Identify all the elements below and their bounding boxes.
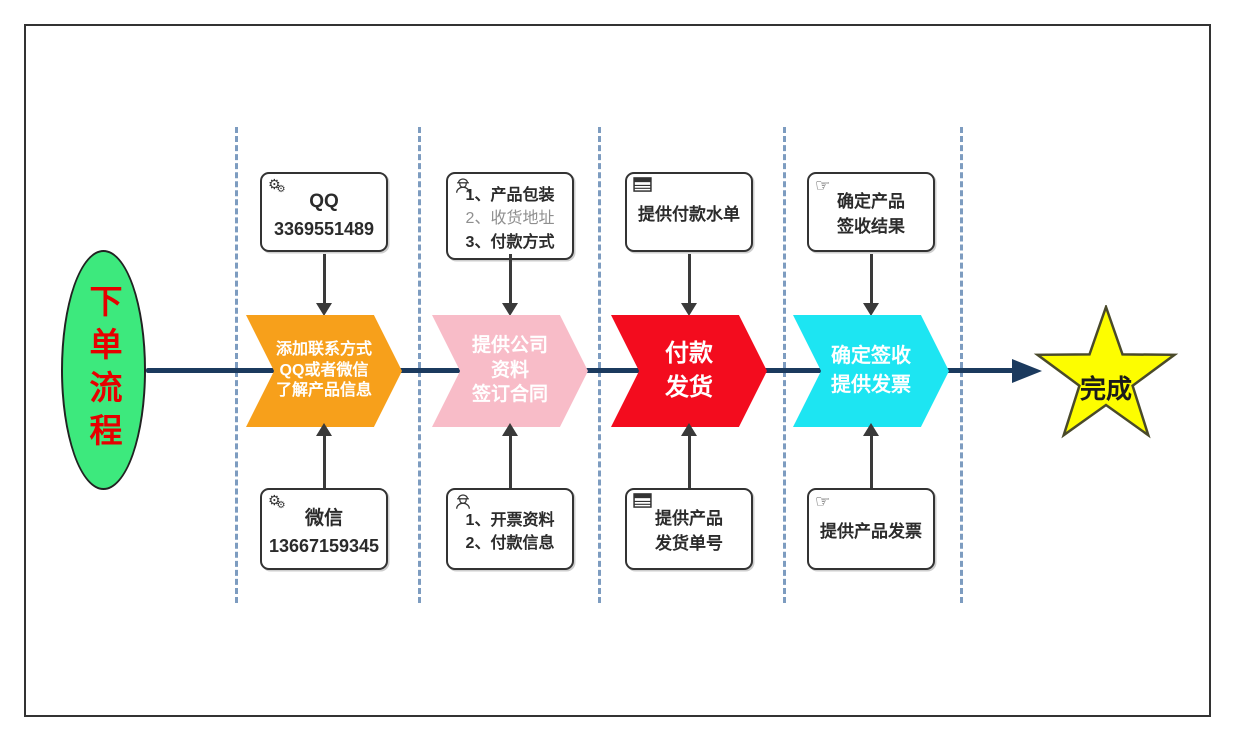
box-line: 确定产品 bbox=[837, 192, 905, 212]
chevron-label-line: 提供公司 bbox=[471, 334, 548, 356]
finish-star bbox=[1031, 303, 1181, 453]
worker-icon bbox=[454, 493, 472, 510]
chevron-step-2: 提供公司 资料 签订合同 bbox=[432, 315, 588, 427]
stage-divider-3 bbox=[598, 127, 601, 603]
connector-line bbox=[870, 254, 873, 306]
connector-line bbox=[509, 434, 512, 488]
connector-line bbox=[870, 434, 873, 488]
box-line: 发货单号 bbox=[655, 534, 723, 553]
arrow-up-icon bbox=[681, 423, 697, 436]
box-line: 提供产品 bbox=[655, 509, 723, 529]
connector-line bbox=[688, 434, 691, 488]
arrow-down-icon bbox=[316, 303, 332, 316]
gears-icon: ⚙⚙ bbox=[268, 492, 290, 511]
arrow-up-icon bbox=[863, 423, 879, 436]
box-line: 3、付款方式 bbox=[465, 233, 555, 251]
arrow-up-icon bbox=[502, 423, 518, 436]
box-line: 2、收货地址 bbox=[465, 210, 555, 228]
connector-line bbox=[323, 254, 326, 306]
chevron-label-line: 提供发票 bbox=[831, 374, 911, 396]
stage-divider-1 bbox=[235, 127, 238, 603]
box-line: 提供产品发票 bbox=[820, 521, 922, 541]
chevron-label-line: 了解产品信息 bbox=[275, 382, 372, 400]
arrow-up-icon bbox=[316, 423, 332, 436]
box-line: 签收结果 bbox=[837, 217, 905, 236]
gear-glyph: ⚙ bbox=[276, 184, 286, 195]
start-node: 下单流程 bbox=[61, 250, 146, 490]
box-line: 提供付款水单 bbox=[638, 204, 740, 224]
arrow-down-icon bbox=[863, 303, 879, 316]
finish-label: 完成 bbox=[1079, 374, 1132, 404]
arrow-down-icon bbox=[502, 303, 518, 316]
chevron-label-line: 付款 bbox=[665, 340, 713, 368]
pointing-hand-icon: ☞ bbox=[815, 492, 831, 511]
stage-divider-2 bbox=[418, 127, 421, 603]
main-flow-arrowhead-icon bbox=[1012, 359, 1042, 383]
gears-icon: ⚙⚙ bbox=[268, 176, 290, 195]
start-node-label: 下单流程 bbox=[85, 284, 122, 456]
info-box-stage1-bottom: ⚙⚙ 微信 13667159345 bbox=[260, 488, 388, 570]
gear-glyph: ⚙ bbox=[268, 176, 281, 192]
box-line: QQ bbox=[309, 191, 339, 213]
info-box-stage1-top: ⚙⚙ QQ 3369551489 bbox=[260, 172, 388, 252]
table-icon bbox=[633, 493, 652, 508]
connector-line bbox=[509, 254, 512, 306]
stage-divider-4 bbox=[783, 127, 786, 603]
box-line: 2、付款信息 bbox=[465, 535, 555, 552]
info-box-stage3-bottom: 提供产品 发货单号 bbox=[625, 488, 753, 570]
info-box-stage3-top: 提供付款水单 bbox=[625, 172, 753, 252]
connector-line bbox=[688, 254, 691, 306]
info-box-stage4-top: ☞ 确定产品 签收结果 bbox=[807, 172, 935, 252]
chevron-label-line: QQ或者微信 bbox=[279, 361, 369, 379]
info-box-stage2-top: 1、产品包装 2、收货地址 3、付款方式 bbox=[446, 172, 574, 260]
chevron-label-line: 添加联系方式 bbox=[275, 340, 372, 358]
pointing-hand-icon: ☞ bbox=[815, 176, 831, 195]
chevron-step-1: 添加联系方式 QQ或者微信 了解产品信息 bbox=[246, 315, 402, 427]
connector-line bbox=[323, 434, 326, 488]
box-line: 微信 bbox=[304, 508, 343, 530]
chevron-label-line: 资料 bbox=[490, 359, 529, 381]
box-line: 3369551489 bbox=[273, 218, 375, 239]
gear-glyph: ⚙ bbox=[276, 500, 286, 511]
stage-divider-5 bbox=[960, 127, 963, 603]
info-box-stage2-bottom: 1、开票资料 2、付款信息 bbox=[446, 488, 574, 570]
box-line: 1、开票资料 bbox=[465, 511, 555, 529]
table-icon bbox=[633, 177, 652, 192]
box-line: 1、产品包装 bbox=[465, 187, 555, 205]
arrow-down-icon bbox=[681, 303, 697, 316]
chevron-label-line: 确定签收 bbox=[831, 345, 911, 367]
box-line: 13667159345 bbox=[268, 535, 380, 556]
worker-icon bbox=[454, 177, 472, 194]
chevron-label-line: 签订合同 bbox=[471, 384, 548, 406]
chevron-label-line: 发货 bbox=[665, 374, 713, 401]
gear-glyph: ⚙ bbox=[268, 492, 281, 508]
star-icon bbox=[1033, 303, 1179, 439]
info-box-stage4-bottom: ☞ 提供产品发票 bbox=[807, 488, 935, 570]
